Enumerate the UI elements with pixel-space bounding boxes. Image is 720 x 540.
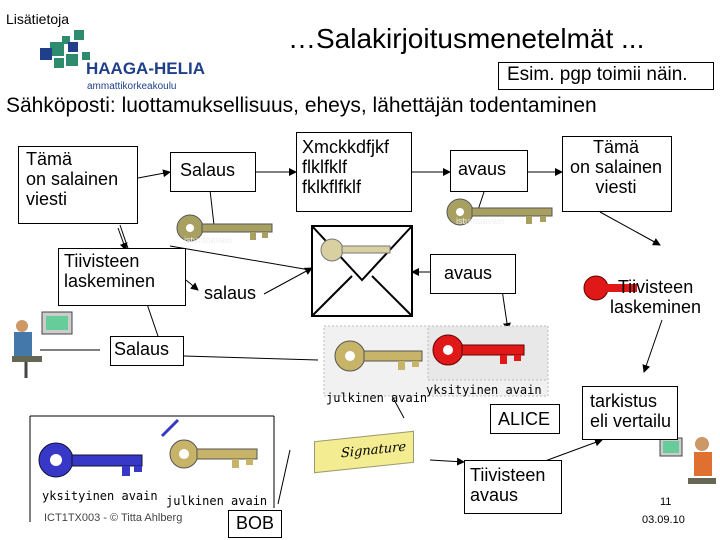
- receiver-digest-label: Tiivisteen laskeminen: [610, 277, 702, 317]
- ciphertext: Xmckkdfjkf flklfklf fklkflfklf: [302, 137, 390, 197]
- verify-label: tarkistus eli vertailu: [590, 391, 672, 431]
- receiver-person-icon: [659, 437, 716, 484]
- receiver-session-key-label: istuntoavain: [456, 216, 505, 226]
- digest-open-label: Tiivisteen avaus: [470, 465, 546, 505]
- subtitle: Sähköposti: luottamuksellisuus, eheys, l…: [6, 94, 597, 117]
- haaga-helia-logo: HAAGA-HELIA ammattikorkeakoulu: [38, 28, 208, 96]
- sign-encrypt-label: salaus: [204, 283, 257, 303]
- digest-label: Tiivisteen laskeminen: [64, 251, 156, 291]
- logo-squares-icon: [40, 30, 90, 68]
- alice-private-key-label: yksityinen avain: [426, 383, 542, 397]
- encrypt-label: Salaus: [180, 160, 236, 180]
- logo-text: HAAGA-HELIA: [86, 59, 205, 78]
- signature-text: Signature: [341, 439, 407, 462]
- footer-date: 03.09.10: [642, 514, 685, 526]
- key-decrypt-label: avaus: [444, 263, 493, 283]
- bob-private-key-icon: [38, 442, 143, 478]
- alice-public-key-label: julkinen avain: [326, 391, 428, 405]
- logo-subtext: ammattikorkeakoulu: [87, 81, 177, 92]
- alice-name: ALICE: [498, 409, 551, 429]
- footer-course: ICT1TX003 - © Titta Ahlberg: [44, 512, 183, 524]
- receiver-red-key-icon: [583, 275, 637, 301]
- bob-name: BOB: [236, 513, 275, 533]
- page-title: …Salakirjoitusmenetelmät ...: [288, 23, 645, 54]
- receiver-session-key-icon: [446, 198, 553, 226]
- sender-plaintext: Tämä on salainen viesti: [26, 149, 119, 209]
- alice-private-key-icon: [432, 334, 525, 366]
- session-key-label: istuntoavain: [184, 235, 233, 245]
- sender-person-icon: [12, 311, 73, 378]
- decrypt-label: avaus: [458, 159, 507, 179]
- bob-private-key-label: yksityinen avain: [42, 489, 158, 503]
- envelope-icon: [311, 225, 413, 317]
- receiver-plaintext: Tämä on salainen viesti: [569, 137, 663, 197]
- page-number: 11: [660, 496, 672, 508]
- alice-public-key-icon: [334, 340, 423, 372]
- example-note: Esim. pgp toimii näin.: [507, 64, 688, 85]
- connector-lines: [29, 168, 663, 522]
- section-label: Lisätietoja: [6, 11, 70, 27]
- pen-icon-1: [160, 418, 180, 438]
- bob-public-key-icon: [169, 439, 258, 469]
- envelope-key-icon: [320, 238, 391, 262]
- bob-public-key-label: julkinen avain: [166, 494, 268, 508]
- session-key-icon: [176, 214, 273, 242]
- outer-encrypt-label: Salaus: [114, 339, 170, 359]
